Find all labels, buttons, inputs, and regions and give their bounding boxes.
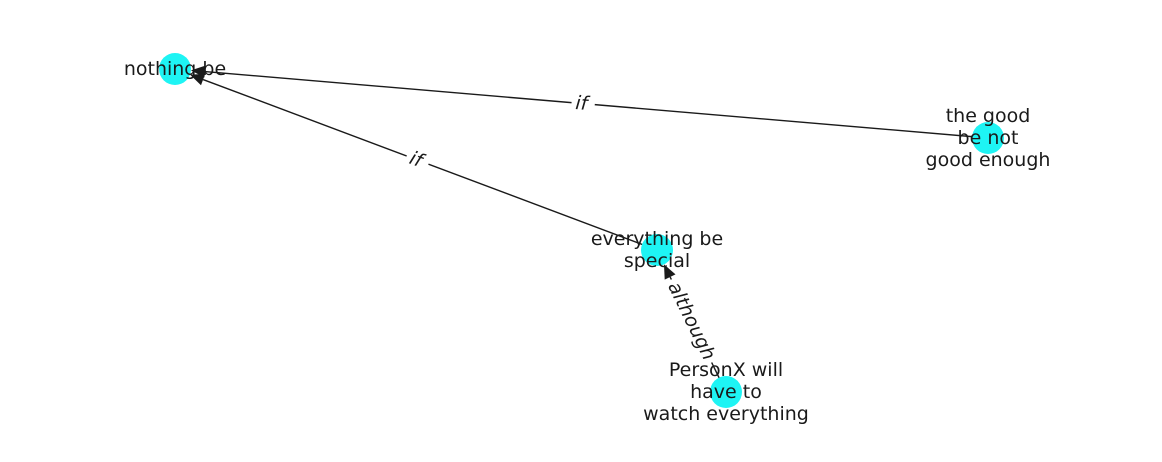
- node-n1: [159, 53, 191, 85]
- arrowhead-n4-n3: [664, 264, 676, 280]
- edge-label-bg: [660, 274, 723, 368]
- edge-label-bg: [570, 90, 596, 117]
- node-label-n2: the good: [946, 105, 1031, 127]
- node-label-n2: be not: [958, 127, 1019, 149]
- node-label-n4: PersonX will: [669, 359, 783, 381]
- nodes-layer: [159, 53, 1004, 408]
- node-label-n3: special: [624, 250, 690, 272]
- edge-label-group: if: [570, 90, 596, 117]
- node-label-n2: good enough: [926, 149, 1051, 171]
- node-label-n3: everything be: [591, 228, 723, 250]
- edge-n3-n1: [202, 78, 658, 251]
- edge-n2-n1: [204, 70, 989, 139]
- node-label-n1: nothing be: [124, 58, 226, 80]
- edge-label-group: although: [660, 274, 723, 368]
- arrowhead-n3-n1: [190, 73, 206, 86]
- edge-label-bg: [402, 144, 433, 176]
- node-n2: [972, 122, 1004, 154]
- edge-label: although: [663, 278, 720, 363]
- node-n4: [710, 376, 742, 408]
- node-label-n4: watch everything: [643, 403, 809, 425]
- edge-label-group: if: [402, 144, 433, 176]
- node-label-n4: have to: [690, 381, 762, 403]
- node-n3: [641, 234, 673, 266]
